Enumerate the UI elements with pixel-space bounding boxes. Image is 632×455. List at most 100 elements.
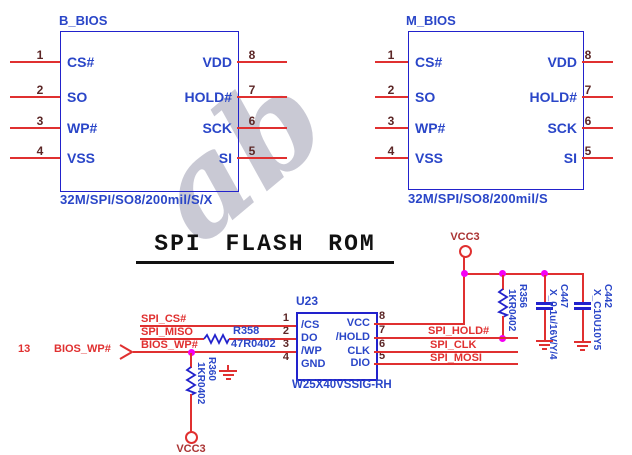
wire	[582, 310, 584, 341]
net-label-spi-cs: SPI_CS#	[141, 313, 187, 325]
wire	[190, 394, 192, 432]
pin-label: VSS	[415, 150, 444, 166]
ground-symbol	[580, 349, 585, 351]
u23-refdes: U23	[296, 294, 319, 308]
net-label-spi-hold: SPI_HOLD#	[428, 325, 490, 337]
vcc3-circle-icon	[185, 431, 198, 444]
pin-label: SI	[563, 150, 577, 166]
pin-wire	[237, 157, 287, 159]
c442-refdes: C442	[602, 284, 613, 308]
junction-dot	[188, 349, 195, 356]
pin-number: 6	[379, 338, 386, 350]
pin-label: SI	[218, 150, 232, 166]
ground-symbol	[577, 345, 588, 347]
resistor-symbol-r358	[203, 332, 230, 346]
ground-symbol	[536, 340, 553, 342]
net-label-spi-mosi: SPI_MOSI	[430, 352, 482, 364]
pin-label: HOLD#	[529, 89, 577, 105]
pin-number: 1	[36, 48, 44, 62]
pin-wire	[375, 127, 408, 129]
wire-vcc-bus	[463, 273, 584, 275]
wire-spi-hold	[374, 337, 518, 339]
pin-number: 1	[282, 312, 289, 324]
m-bios-title: M_BIOS	[406, 13, 456, 28]
pin-number: 1	[387, 48, 395, 62]
wire-vcc	[374, 323, 465, 325]
vcc3-circle-icon	[459, 245, 472, 258]
resistor-symbol-r356	[496, 288, 510, 318]
resistor-symbol-r360	[184, 366, 198, 396]
capacitor-symbol-c447	[536, 307, 553, 310]
pin-label: SO	[67, 89, 88, 105]
pin-label: WP#	[415, 120, 446, 136]
pin-number: 2	[36, 83, 44, 97]
wire-vcc	[463, 251, 465, 324]
wire-spi-clk	[374, 351, 518, 353]
vcc3-label-bottom: VCC3	[176, 443, 206, 455]
offpage-connector-icon	[119, 344, 134, 360]
pin-label: SCK	[547, 120, 577, 136]
wire	[502, 275, 504, 290]
net-label-spi-clk: SPI_CLK	[430, 339, 477, 351]
ground-symbol	[223, 374, 234, 376]
pin-number: 8	[584, 48, 592, 62]
wire	[544, 310, 546, 340]
pin-label: DO	[301, 332, 318, 344]
net-label-spi-miso: SPI_MISO	[141, 326, 193, 338]
ground-symbol	[574, 341, 591, 343]
pin-wire	[375, 96, 408, 98]
pin-wire	[237, 61, 287, 63]
wire-spi-cs	[140, 325, 296, 327]
pin-label: VDD	[547, 54, 577, 70]
pin-wire	[582, 127, 613, 129]
r358-refdes: R358	[233, 325, 260, 337]
pin-number: 7	[379, 324, 386, 336]
pin-label: SO	[415, 89, 436, 105]
pin-wire	[10, 157, 60, 159]
pin-number: 7	[248, 83, 256, 97]
b-bios-title: B_BIOS	[59, 13, 108, 28]
r356-value: 1KR0402	[506, 289, 517, 332]
capacitor-symbol-c442	[574, 307, 591, 310]
r360-value: 1KR0402	[195, 362, 206, 405]
pin-label: HOLD#	[184, 89, 232, 105]
pin-number: 4	[387, 144, 395, 158]
c447-refdes: C447	[558, 284, 569, 308]
net-label-bios-wp-port: BIOS_WP#	[54, 343, 111, 355]
pin-wire	[375, 157, 408, 159]
pin-label: VCC	[346, 317, 370, 329]
pin-label: CS#	[67, 54, 95, 70]
pin-label: /HOLD	[335, 331, 370, 343]
r360-refdes: R360	[206, 357, 217, 381]
ground-symbol	[542, 348, 547, 350]
pin-label: /CS	[301, 319, 320, 331]
pin-number: 2	[282, 325, 289, 337]
pin-wire	[237, 127, 287, 129]
pin-label: CS#	[415, 54, 443, 70]
pin-label: CLK	[347, 345, 370, 357]
pin-wire	[582, 157, 613, 159]
ground-symbol	[219, 370, 237, 372]
r356-refdes: R356	[517, 284, 528, 308]
pin-label: VSS	[67, 150, 96, 166]
wire	[582, 274, 584, 303]
pin-number: 6	[584, 114, 592, 128]
r358-value: 47R0402	[231, 338, 276, 350]
m-bios-body	[408, 31, 584, 190]
wire	[544, 275, 546, 303]
pin-label: SCK	[202, 120, 232, 136]
u23-body	[296, 312, 378, 381]
page-ref-number: 13	[18, 343, 31, 355]
junction-dot	[461, 270, 468, 277]
c442-value: X_C10U10Y5	[591, 289, 602, 351]
wire-spi-mosi	[374, 363, 518, 365]
junction-dot	[541, 270, 548, 277]
b-bios-body	[60, 31, 239, 192]
pin-number: 3	[387, 114, 395, 128]
pin-label: GND	[301, 358, 326, 370]
pin-number: 6	[248, 114, 256, 128]
pin-number: 4	[282, 351, 289, 363]
pin-wire	[10, 127, 60, 129]
pin-label: WP#	[67, 120, 98, 136]
pin-wire	[582, 61, 613, 63]
